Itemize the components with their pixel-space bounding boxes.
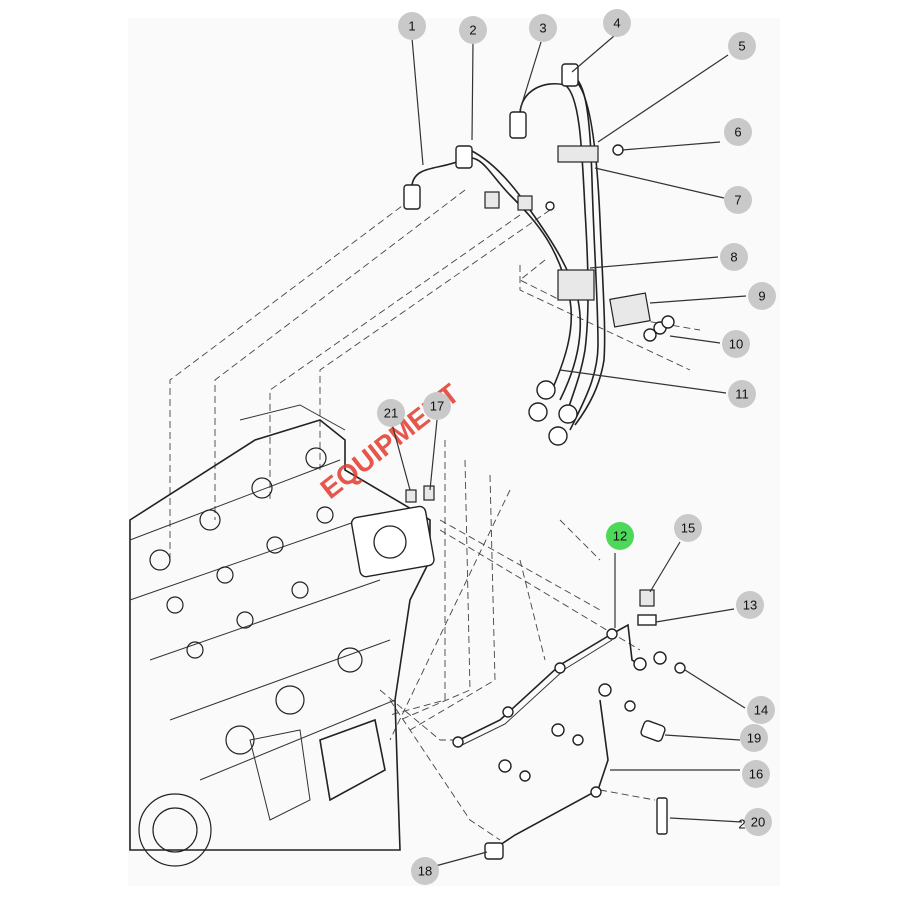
callout-4: 4 (603, 9, 631, 37)
pipe-clamp-lower (557, 269, 595, 301)
svg-text:6: 6 (734, 125, 741, 140)
svg-text:17: 17 (430, 399, 444, 414)
callout-9: 9 (748, 282, 776, 310)
svg-text:2: 2 (469, 23, 476, 38)
svg-text:10: 10 (729, 337, 743, 352)
pipe-clamp-upper-mid (517, 195, 533, 211)
fitting-18 (484, 842, 504, 860)
clamp-nut (612, 144, 624, 156)
svg-text:20: 20 (751, 815, 765, 830)
pipe-fitting-3 (509, 111, 527, 139)
svg-text:19: 19 (747, 731, 761, 746)
pipe-fitting-2 (455, 145, 473, 169)
svg-text:7: 7 (734, 193, 741, 208)
fitting-19 (640, 720, 666, 742)
overlapped-label: 2 (738, 817, 745, 832)
svg-text:8: 8 (730, 250, 737, 265)
callout-6: 6 (724, 118, 752, 146)
callout-10: 10 (722, 330, 750, 358)
bolt-15 (639, 589, 655, 607)
clamp-bracket (609, 292, 651, 328)
pin-20 (656, 797, 668, 835)
bolt-21 (405, 489, 417, 503)
svg-text:11: 11 (735, 387, 749, 402)
bolt-17 (423, 485, 435, 501)
washer-13 (637, 614, 657, 626)
pipe-nut-4 (548, 426, 568, 446)
clamp-bolt-c (661, 315, 675, 329)
svg-text:18: 18 (418, 864, 432, 879)
svg-text:15: 15 (681, 521, 695, 536)
svg-text:4: 4 (613, 16, 620, 31)
injection-pipes (403, 63, 675, 446)
callout-15: 15 (674, 514, 702, 542)
pipe-clamp-upper-right (557, 145, 599, 163)
callout-3: 3 (529, 14, 557, 42)
clamp-bolt (545, 201, 555, 211)
pipe-clamp-upper-left (484, 191, 500, 209)
callout-1: 1 (398, 12, 426, 40)
callout-21: 21 (377, 399, 405, 427)
pipe-nut-2 (528, 402, 548, 422)
callout-14: 14 (747, 696, 775, 724)
callout-7: 7 (724, 186, 752, 214)
pipe-fitting-1 (403, 184, 421, 210)
svg-text:13: 13 (743, 598, 757, 613)
pipe-nut-1 (536, 380, 556, 400)
svg-text:12: 12 (613, 529, 627, 544)
svg-text:3: 3 (539, 21, 546, 36)
callout-8: 8 (720, 243, 748, 271)
engine-block (129, 404, 435, 867)
callout-11: 11 (728, 380, 756, 408)
leader-lines (390, 35, 747, 869)
callouts: 1 2 3 4 5 6 7 8 9 10 11 12 13 14 15 16 1… (377, 9, 776, 885)
svg-text:21: 21 (384, 406, 398, 421)
callout-18: 18 (411, 857, 439, 885)
svg-text:9: 9 (758, 289, 765, 304)
leak-off-pipe-assembly (405, 485, 686, 860)
callout-12: 12 (606, 522, 634, 550)
svg-text:14: 14 (754, 703, 768, 718)
projection-lines (169, 189, 701, 841)
callout-20: 20 (744, 808, 772, 836)
svg-text:1: 1 (408, 19, 415, 34)
callout-2: 2 (459, 16, 487, 44)
callout-5: 5 (728, 32, 756, 60)
callout-16: 16 (742, 760, 770, 788)
clamp-bolt-a (643, 328, 657, 342)
drawing-background (128, 18, 780, 886)
callout-13: 13 (736, 591, 764, 619)
pipe-banjo-end (633, 657, 647, 671)
pipe-fitting-4 (561, 63, 579, 87)
svg-text:5: 5 (738, 39, 745, 54)
callout-19: 19 (740, 724, 768, 752)
callout-17: 17 (423, 392, 451, 420)
intake-flange (350, 505, 435, 578)
svg-text:16: 16 (749, 767, 763, 782)
pipe-nut-3 (558, 404, 578, 424)
